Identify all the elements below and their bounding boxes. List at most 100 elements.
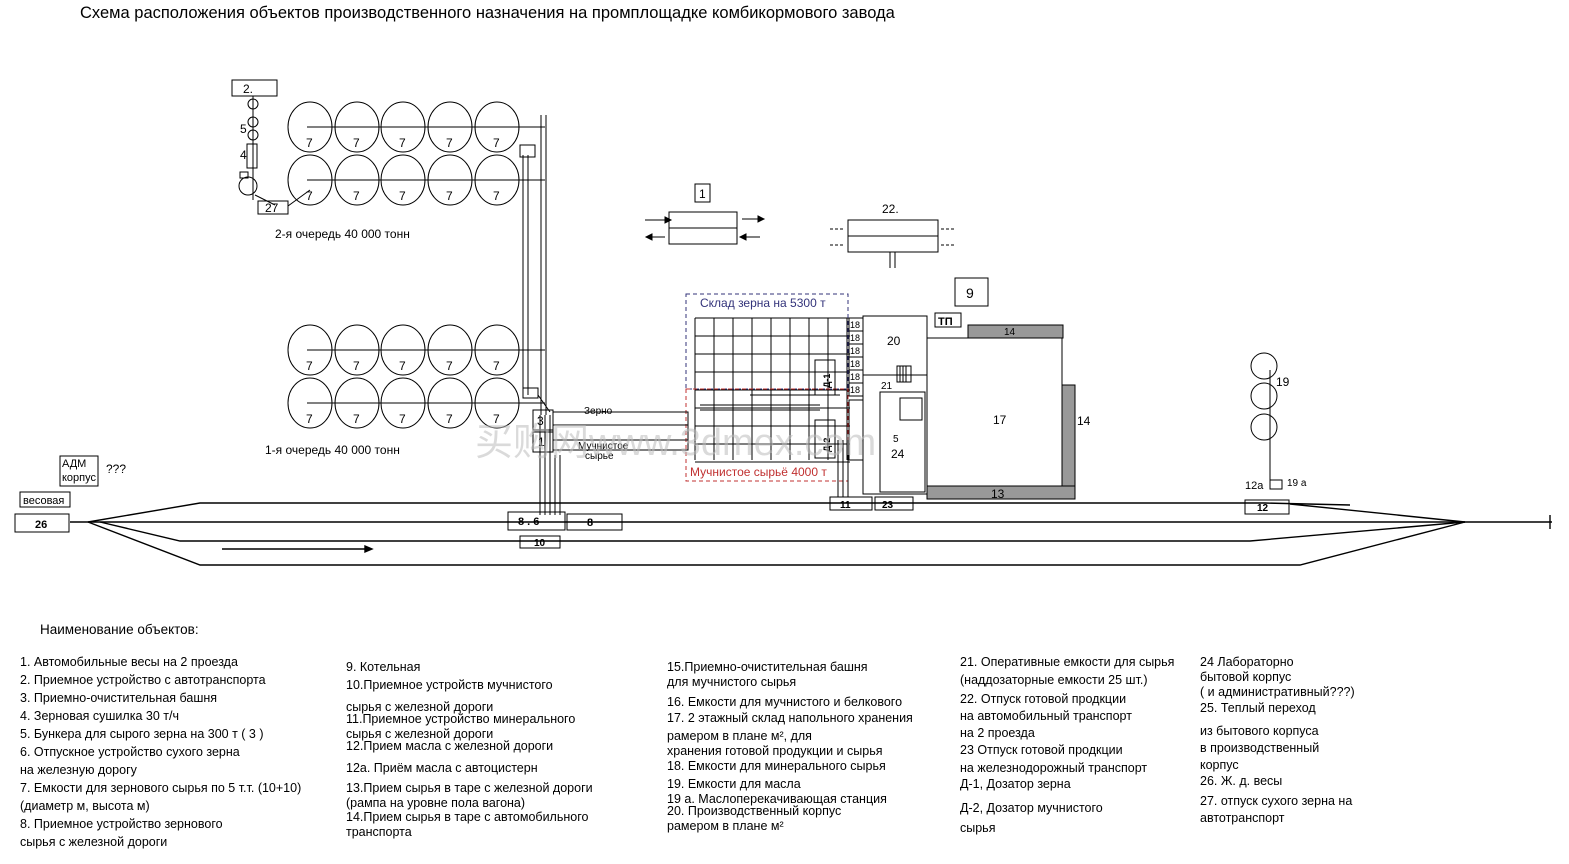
- legend-item: (наддозаторные емкости 25 шт.): [960, 673, 1148, 687]
- legend-item: 24 Лабораторно: [1200, 655, 1294, 669]
- legend-item: 2. Приемное устройство с автотранспорта: [20, 673, 266, 687]
- label-8b: 8: [587, 517, 593, 529]
- legend-item: 19. Емкости для масла: [667, 777, 801, 791]
- adm-building: [59, 455, 99, 487]
- adm-label-2: корпус: [62, 472, 97, 484]
- label-d1: Д-1: [822, 374, 832, 388]
- tank-18-label: 18: [850, 320, 860, 330]
- legend-title: Наименование объектов:: [40, 622, 199, 637]
- label-8a: 8 . 6: [518, 516, 539, 528]
- label-26: 26: [35, 519, 47, 531]
- silo-label: 7: [446, 189, 453, 203]
- legend-item: сырья с железной дороги: [346, 727, 494, 741]
- oil-intake-12: [1244, 499, 1290, 515]
- label-19: 19: [1276, 375, 1290, 389]
- legend-item: сырья: [960, 821, 996, 835]
- label-23: 23: [882, 500, 894, 511]
- legend-item: на железнодорожный транспорт: [960, 761, 1148, 775]
- page-title: Схема расположения объектов производстве…: [80, 4, 895, 22]
- label-17: 17: [993, 413, 1007, 427]
- silo-label: 7: [399, 359, 406, 373]
- legend-item: на 2 проезда: [960, 726, 1035, 740]
- dispatch-22: [830, 219, 955, 268]
- legend-item: (диаметр м, высота м): [20, 799, 150, 813]
- legend-item: 22. Отпуск готовой продкции: [960, 692, 1127, 706]
- grain-intake-8b: [566, 513, 623, 531]
- legend-item: 8. Приемное устройство зернового: [20, 817, 223, 831]
- label-10: 10: [534, 538, 546, 549]
- legend-item: транспорта: [346, 825, 412, 839]
- legend-item: корпус: [1200, 758, 1239, 772]
- legend-item: сырья с железной дороги: [346, 700, 494, 714]
- legend-item: 15.Приемно-очистительная башня: [667, 660, 868, 674]
- tank-18-label: 18: [850, 359, 860, 369]
- rail-scale-26: [14, 513, 70, 533]
- transformer-tp: [934, 312, 962, 328]
- legend-item: Д-1, Дозатор зерна: [960, 777, 1071, 791]
- label-13: 13: [991, 487, 1005, 501]
- legend-item: сырья с железной дороги: [20, 835, 168, 849]
- legend-item: 4. Зерновая сушилка 30 т/ч: [20, 709, 179, 723]
- silo-label: 7: [353, 412, 360, 426]
- legend-item: 12а. Приём масла с автоцистерн: [346, 761, 538, 775]
- boiler-9: [954, 277, 989, 307]
- silo-label: 7: [446, 136, 453, 150]
- legend-item: рамером в плане м², для: [667, 729, 812, 743]
- label-25: 5: [893, 434, 899, 445]
- label-1b: 1: [538, 435, 545, 449]
- silo-label: 7: [399, 189, 406, 203]
- flour-store-label: Мучнистое сырьё 4000 т: [690, 465, 827, 479]
- oil-station-19a: [1269, 479, 1283, 490]
- rail-ramp-13: [926, 485, 1076, 500]
- label-5: 5: [240, 122, 247, 136]
- label-21: 21: [881, 381, 893, 392]
- silo-label: 7: [446, 359, 453, 373]
- silo-label: 7: [306, 189, 313, 203]
- legend-item: 5. Бункера для сырого зерна на 300 т ( 3…: [20, 727, 264, 741]
- label-2: 2.: [243, 82, 253, 96]
- legend-item: для мучнистого сырья: [667, 675, 797, 689]
- lab-building-24: [879, 391, 926, 493]
- legend-item: 10.Приемное устройств мучнистого: [346, 678, 553, 692]
- tank-18-label: 18: [850, 346, 860, 356]
- label-grain: Зерно: [584, 406, 613, 417]
- legend-item: 23 Отпуск готовой продкции: [960, 743, 1123, 757]
- rail-ramp-14-side: [1061, 384, 1076, 488]
- legend-item: 3. Приемно-очистительная башня: [20, 691, 218, 705]
- legend-item: рамером в плане м²: [667, 819, 784, 833]
- truck-scales-1: [644, 183, 766, 245]
- silo-conveyors: [307, 115, 561, 515]
- label-3: 3: [537, 414, 544, 428]
- legend-item: на железную дорогу: [20, 763, 137, 777]
- legend-item: 19 а. Маслоперекачивающая станция: [667, 792, 887, 806]
- label-flour-1: Мучнистое: [578, 441, 629, 452]
- legend-item: на автомобильный транспорт: [960, 709, 1132, 723]
- legend-item: в производственный: [1200, 741, 1320, 755]
- adm-label-1: АДМ: [62, 458, 86, 470]
- dosator-d2: [814, 419, 836, 459]
- tank-18-label: 18: [850, 372, 860, 382]
- scale-house: [19, 491, 71, 508]
- legend-item: Д-2, Дозатор мучнистого: [960, 801, 1103, 815]
- label-14-side: 14: [1077, 414, 1091, 428]
- railway: [70, 502, 1552, 566]
- silo-label: 7: [493, 189, 500, 203]
- legend-item: 17. 2 этажный склад напольного хранения: [667, 711, 913, 725]
- silo-label: 7: [306, 136, 313, 150]
- silo-label: 7: [399, 412, 406, 426]
- legend-item: 18. Емкости для минерального сырья: [667, 759, 886, 773]
- silo-label: 7: [306, 359, 313, 373]
- label-14-top: 14: [1004, 327, 1016, 338]
- tanks-16: [848, 399, 864, 461]
- label-12a: 12а: [1245, 480, 1264, 492]
- rail-ramp-14-top: [967, 324, 1064, 339]
- grain-store-label: Склад зерна на 5300 т: [700, 296, 826, 310]
- legend-item: из бытового корпуса: [1200, 724, 1319, 738]
- queue-2-label: 2-я очередь 40 000 тонн: [275, 227, 410, 241]
- label-20: 20: [887, 334, 901, 348]
- flour-store-outline: [685, 388, 849, 482]
- label-9: 9: [966, 285, 974, 301]
- silo-label: 7: [353, 189, 360, 203]
- label-12: 12: [1257, 503, 1269, 514]
